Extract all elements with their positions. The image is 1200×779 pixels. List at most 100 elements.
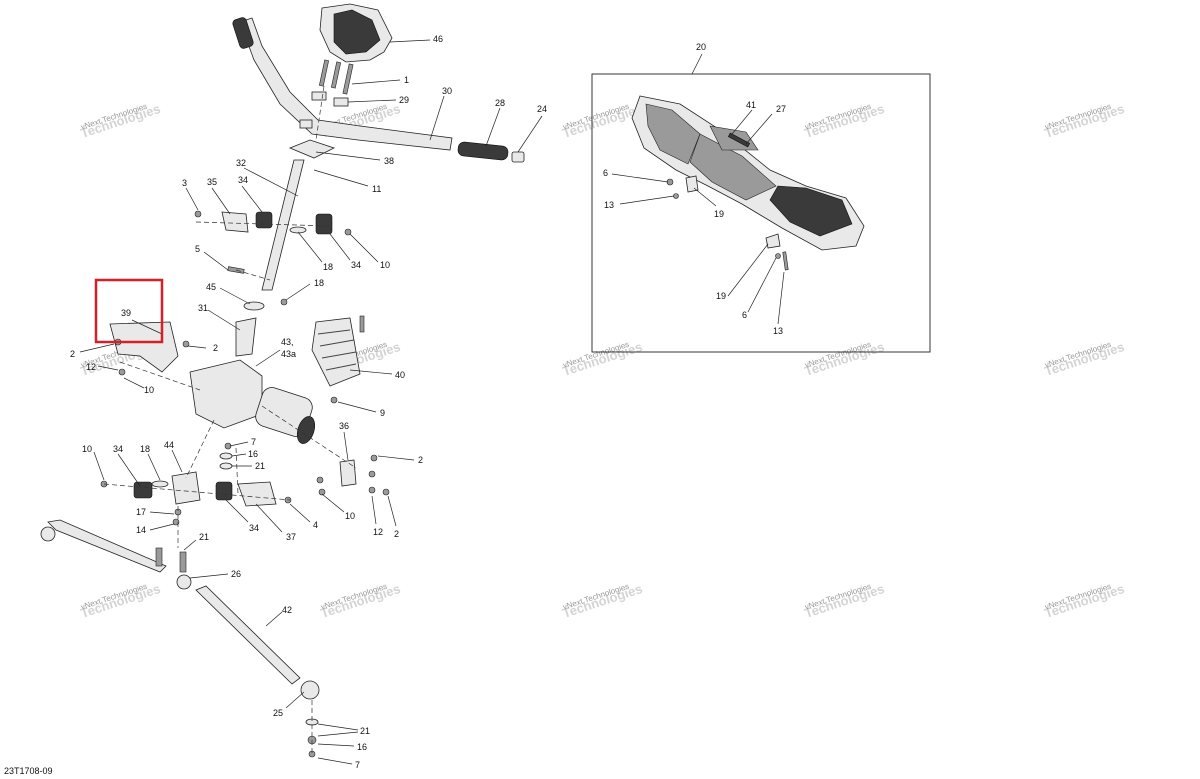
leader xyxy=(727,243,769,297)
leader xyxy=(285,691,305,709)
bolt xyxy=(359,315,365,333)
nut xyxy=(318,488,326,496)
leader xyxy=(147,453,161,481)
seat-cushion-rear xyxy=(769,185,853,237)
callout-29: 29 xyxy=(399,95,409,105)
screw xyxy=(182,340,190,348)
callout-30: 30 xyxy=(442,86,452,96)
nut xyxy=(118,368,126,376)
callout-13: 13 xyxy=(604,200,614,210)
dash-line xyxy=(261,405,357,469)
callout-46: 46 xyxy=(433,34,443,44)
callout-39: 39 xyxy=(121,308,131,318)
callout-10: 10 xyxy=(345,511,355,521)
callout-5: 5 xyxy=(195,244,200,254)
bushing xyxy=(133,481,153,499)
leader xyxy=(265,611,283,627)
callout-10: 10 xyxy=(380,260,390,270)
leader xyxy=(377,455,415,461)
leader xyxy=(611,173,669,183)
latch xyxy=(685,175,699,193)
callout-12: 12 xyxy=(86,362,96,372)
callout-27: 27 xyxy=(776,104,786,114)
leader xyxy=(389,39,431,43)
nut xyxy=(316,476,324,484)
diagram-code: 23T1708-09 xyxy=(4,766,53,776)
watermarks: Technologies vNext Technologies Technolo… xyxy=(79,101,1126,621)
callout-3: 3 xyxy=(182,178,187,188)
leader xyxy=(219,287,251,305)
leader xyxy=(187,345,207,349)
callout-19: 19 xyxy=(716,291,726,301)
leader xyxy=(131,319,163,335)
callout-6: 6 xyxy=(742,310,747,320)
callout-45: 45 xyxy=(206,282,216,292)
callout-10: 10 xyxy=(144,385,154,395)
nut xyxy=(172,518,180,526)
leader xyxy=(171,449,183,473)
callout-32: 32 xyxy=(236,158,246,168)
leader xyxy=(185,187,199,211)
tie-rod-right xyxy=(195,585,301,685)
leader xyxy=(211,187,231,215)
fin xyxy=(321,351,357,359)
washer xyxy=(243,301,265,311)
leader xyxy=(321,493,345,513)
leader xyxy=(149,511,175,515)
leader xyxy=(315,151,381,161)
clamp xyxy=(333,97,349,107)
fin xyxy=(317,329,351,335)
callout-18: 18 xyxy=(314,278,324,288)
handlebar-grip-left xyxy=(232,17,254,49)
latch xyxy=(765,233,781,249)
leader xyxy=(517,115,543,153)
callout-42: 42 xyxy=(282,605,292,615)
fin xyxy=(319,339,355,347)
leader xyxy=(231,453,247,457)
clamp xyxy=(299,119,313,129)
callout-21: 21 xyxy=(360,726,370,736)
screw xyxy=(194,210,202,218)
tie-rod-end xyxy=(300,680,320,700)
screw xyxy=(368,470,376,478)
callout-14: 14 xyxy=(136,525,146,535)
callout-1: 1 xyxy=(404,75,409,85)
leader xyxy=(349,369,393,375)
callout-24: 24 xyxy=(537,104,547,114)
handlebar-cover-pad xyxy=(333,9,381,55)
leader xyxy=(183,539,197,551)
callout-34: 34 xyxy=(249,523,259,533)
leader xyxy=(255,503,283,533)
callout-2: 2 xyxy=(418,455,423,465)
callout-37: 37 xyxy=(286,532,296,542)
callout-36: 36 xyxy=(339,421,349,431)
callout-26: 26 xyxy=(231,569,241,579)
ps-motor-end xyxy=(296,416,316,444)
callout-18: 18 xyxy=(140,444,150,454)
leader-lines xyxy=(79,39,543,765)
leader xyxy=(255,349,281,367)
dash-line xyxy=(235,269,271,281)
dash-line xyxy=(185,419,215,479)
leader xyxy=(745,113,773,145)
clamp xyxy=(311,91,327,101)
leader xyxy=(203,251,229,271)
dash-line xyxy=(103,483,291,501)
callout-38: 38 xyxy=(384,156,394,166)
ring xyxy=(289,226,307,234)
leader xyxy=(289,503,311,523)
leader xyxy=(93,451,105,481)
callout-21: 21 xyxy=(199,532,209,542)
callout-43: 43, xyxy=(281,337,294,347)
screw xyxy=(782,251,789,271)
callout-12: 12 xyxy=(373,527,383,537)
leader xyxy=(429,95,445,141)
bushing xyxy=(215,481,233,501)
callout-41: 41 xyxy=(746,100,756,110)
bar-end xyxy=(511,151,525,163)
highlight-box xyxy=(94,278,164,344)
tie-rod-left xyxy=(47,519,167,573)
handlebar-assembly xyxy=(40,3,525,758)
leader xyxy=(777,271,785,325)
nut xyxy=(330,396,338,404)
